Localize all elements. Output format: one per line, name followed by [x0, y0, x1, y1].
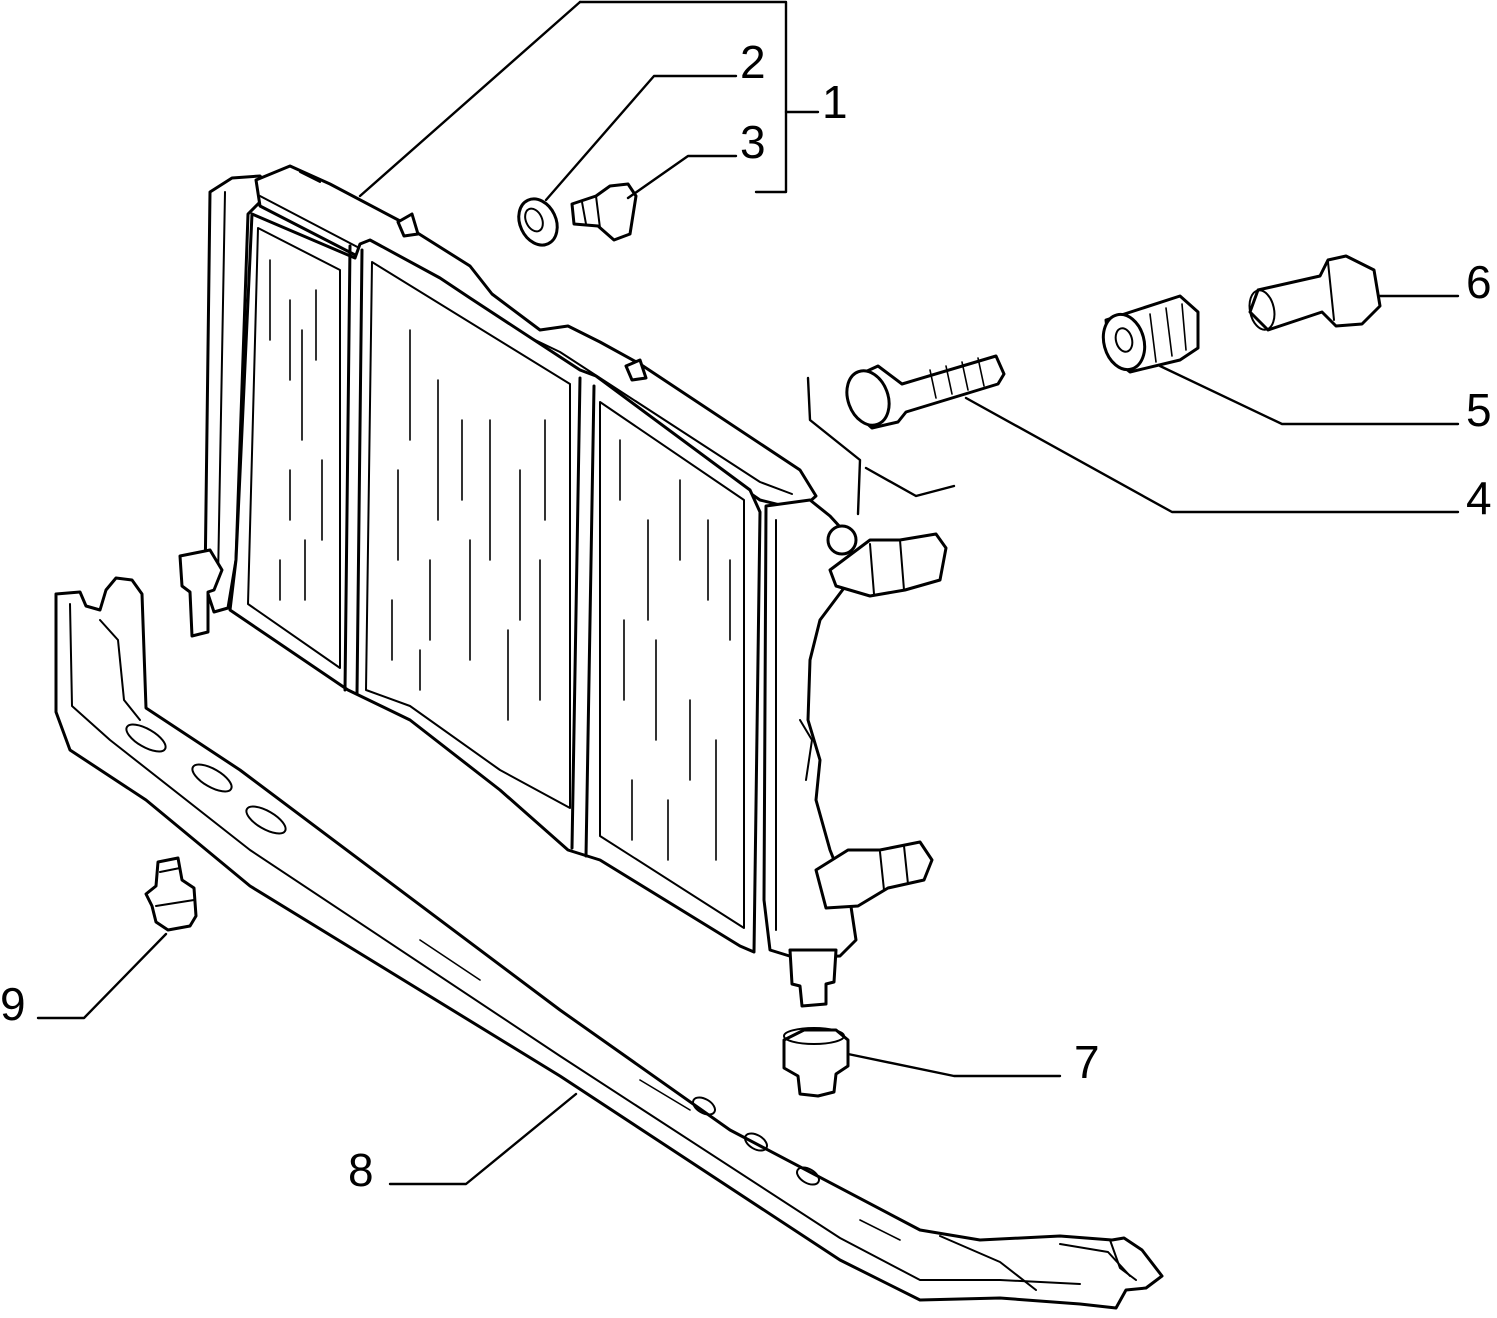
cross-member-body	[54, 576, 1164, 1310]
upper-hose-outlet	[828, 532, 948, 598]
radiator-left-pin	[178, 548, 224, 638]
radiator-lower-pin	[788, 948, 838, 1008]
callout-2: 2	[740, 36, 766, 88]
part-3-drain-plug	[570, 182, 638, 242]
bracket-outline	[806, 376, 956, 516]
callout-6: 6	[1466, 256, 1492, 308]
part-9-bolt	[144, 856, 198, 932]
callout-9: 9	[0, 978, 26, 1030]
callout-5: 5	[1466, 384, 1492, 436]
leader-lines	[36, 0, 1460, 1186]
callout-8: 8	[348, 1144, 374, 1196]
part-4-bolt	[845, 354, 1006, 430]
lower-hose-outlet	[814, 840, 934, 910]
part-8-cross-member	[54, 576, 1164, 1310]
callout-labels: 1 2 3 4 5 6 7 8 9	[0, 36, 1492, 1196]
core-fins	[269, 259, 731, 861]
part-5-bushing	[1101, 294, 1200, 374]
callout-4: 4	[1466, 472, 1492, 524]
part-7-rubber-mount	[782, 1027, 850, 1098]
radiator-left-tank	[203, 174, 270, 614]
part-6-sleeve	[1248, 254, 1382, 332]
callout-7: 7	[1074, 1036, 1100, 1088]
part-2-washer	[517, 197, 559, 247]
callout-1: 1	[822, 76, 848, 128]
radiator-core	[228, 212, 762, 954]
radiator-assembly	[178, 164, 948, 1008]
callout-3: 3	[740, 116, 766, 168]
